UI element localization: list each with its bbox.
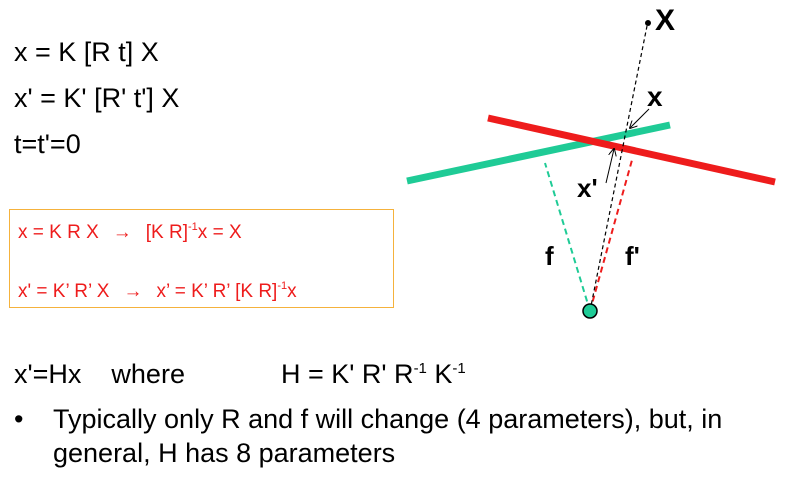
derivation-box: x = K R X→[K R]-1x = X x' = K’ R’ X→x’ =…: [9, 209, 394, 308]
arrow-to-x-prime: [605, 149, 614, 184]
equation-translation-zero: t=t'=0: [14, 129, 81, 159]
homography-lhs: x'=Hx: [14, 359, 82, 389]
derivation-1-arrow: →: [112, 222, 132, 243]
bullet-text: Typically only R and f will change (4 pa…: [53, 404, 723, 468]
label-x: x: [647, 81, 663, 112]
derivation-1-right-b: x = X: [197, 222, 242, 243]
homography-sup-1: -1: [413, 360, 427, 377]
derivation-1-inverse-sup: -1: [188, 221, 198, 233]
homography-where: where: [111, 359, 185, 389]
label-x-prime: x': [577, 173, 598, 203]
camera-center: [582, 303, 598, 319]
derivation-line-1: x = K R X → [K R]-1x = X: [18, 222, 242, 244]
equation-projection-2: x' = K' [R' t'] X: [14, 83, 180, 113]
derivation-2-arrow: →: [123, 281, 143, 302]
arrow-to-x: [630, 108, 650, 128]
derivation-2-left: x' = K’ R’ X: [18, 281, 110, 302]
derivation-2-right-a: x’ = K’ R’ [K R]: [156, 281, 278, 302]
bullet-marker: •: [14, 404, 24, 434]
label-f: f: [545, 241, 554, 271]
red-image-plane: [487, 114, 776, 186]
derivation-2-inverse-sup: -1: [277, 280, 288, 292]
equation-projection-1: x = K [R t] X: [14, 37, 159, 67]
teal-image-plane: [406, 121, 671, 185]
teal-focal-ray: [544, 162, 591, 312]
label-world-point-X: X: [655, 4, 675, 37]
world-point-dot: [645, 20, 651, 26]
derivation-1-right-a: [K R]: [145, 222, 189, 243]
derivation-2-right-b: x: [287, 281, 297, 302]
homography-sup-2: -1: [452, 360, 466, 377]
derivation-2-right: x’ = K’ R’ [K R]-1x: [156, 280, 297, 303]
derivation-1-right: [K R]-1x = X: [145, 221, 242, 244]
homography-rhs-a: H = K' R' R: [280, 359, 414, 389]
derivation-line-2: x' = K’ R’ X → x’ = K’ R’ [K R]-1x: [18, 281, 297, 303]
derivation-1-left: x = K R X: [18, 222, 99, 243]
label-f-prime: f': [625, 241, 640, 271]
red-focal-ray: [589, 159, 633, 312]
homography-rhs: H = K' R' R-1 K-1: [281, 359, 466, 389]
homography-rhs-b: K: [426, 359, 453, 389]
